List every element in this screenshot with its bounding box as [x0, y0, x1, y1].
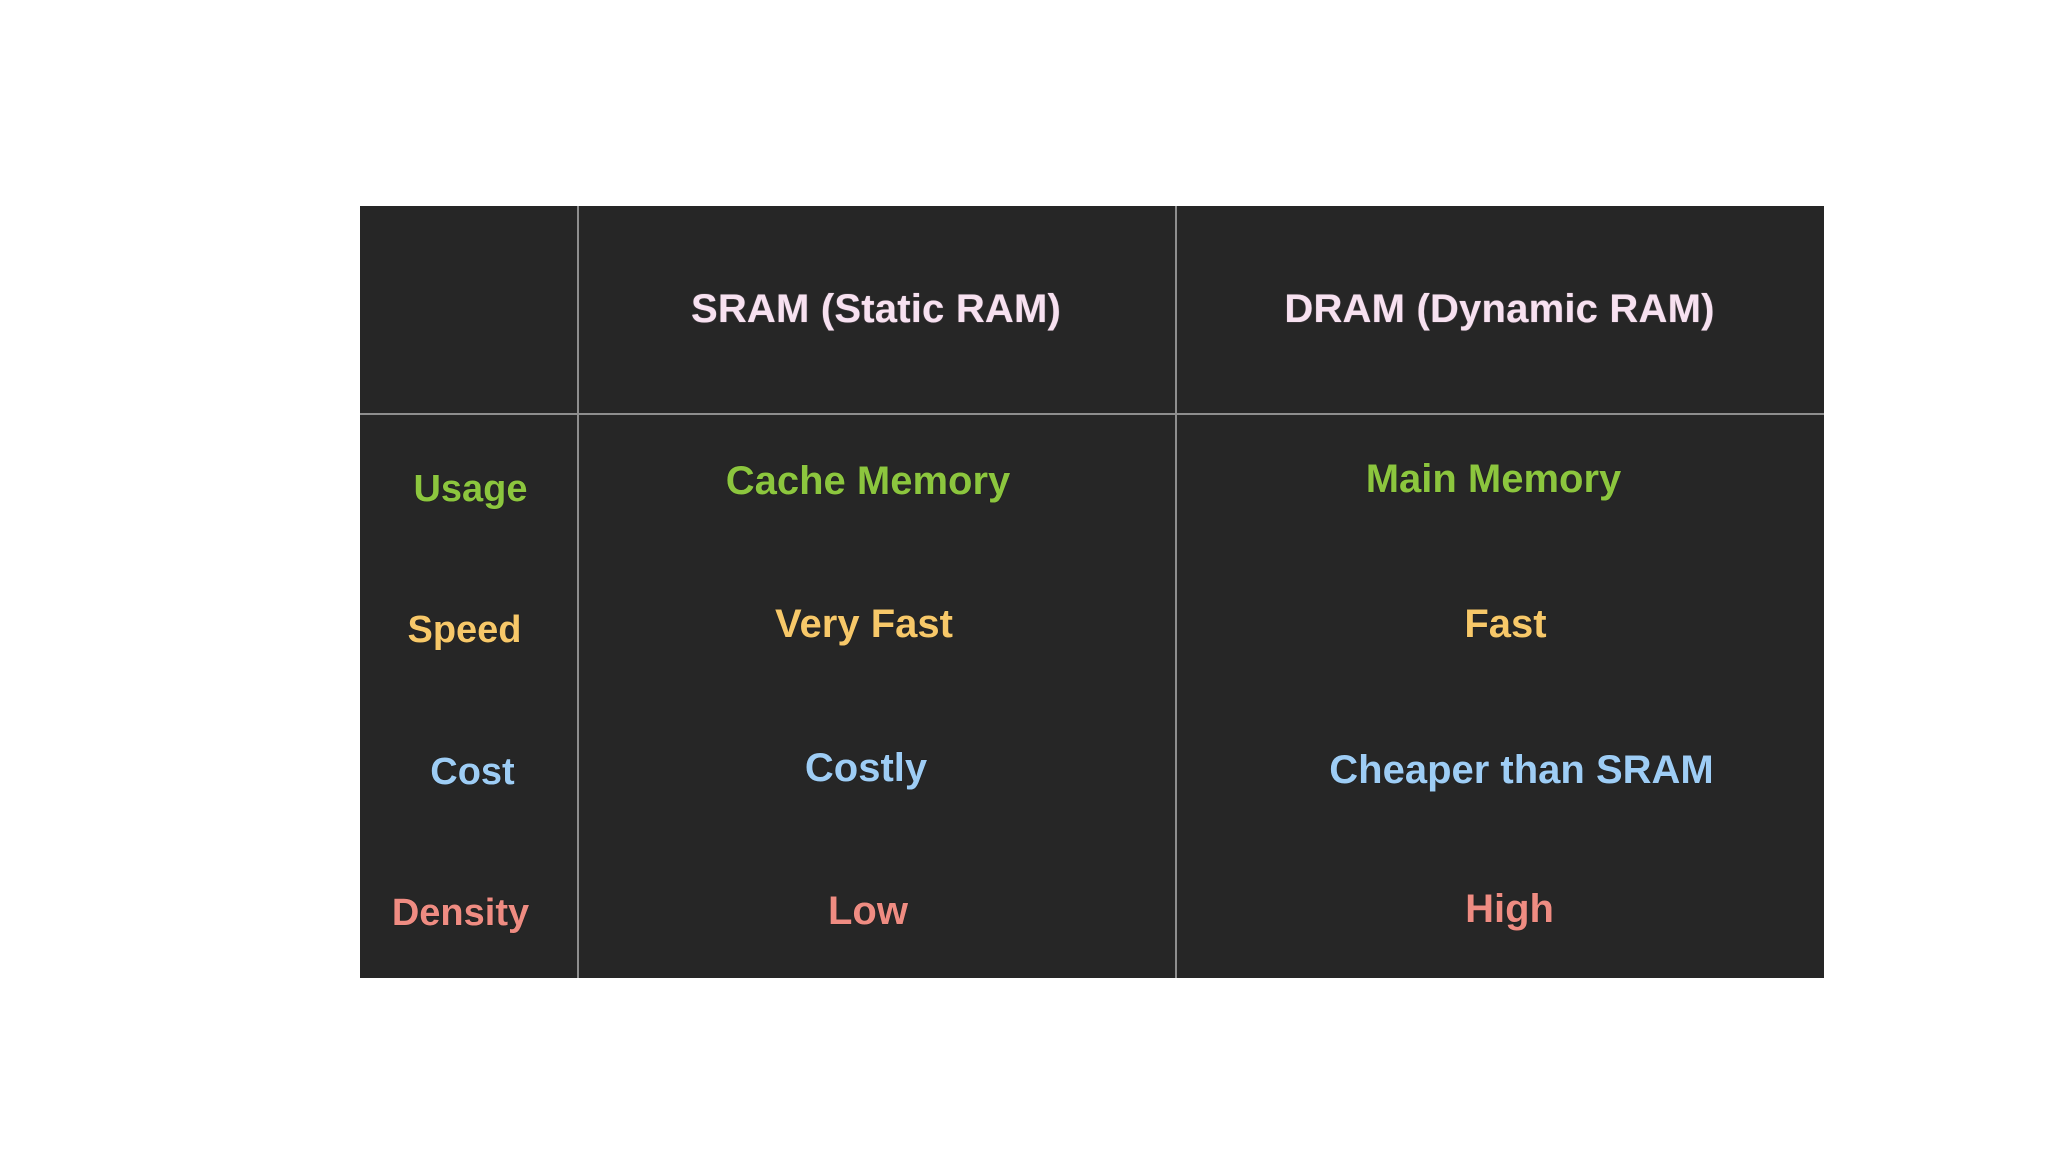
cell-value-cost-dram: Cheaper than SRAM [1329, 747, 1714, 792]
header-label-sram: SRAM (Static RAM) [690, 287, 1062, 331]
cell-density-dram: High [1175, 837, 1824, 978]
row-label-speed: Speed [407, 609, 522, 652]
cell-value-usage-sram: Cache Memory [725, 459, 1011, 504]
cell-value-speed-dram: Fast [1464, 602, 1547, 647]
cell-speed-sram: Very Fast [577, 554, 1175, 695]
cell-value-density-dram: High [1465, 886, 1554, 931]
row-label-cell-usage: Usage [360, 413, 577, 554]
row-label-cost: Cost [430, 750, 515, 793]
table-header-row: SRAM (Static RAM) DRAM (Dynamic RAM) [360, 206, 1824, 413]
cell-usage-dram: Main Memory [1175, 413, 1824, 554]
cell-value-cost-sram: Costly [804, 745, 928, 790]
cell-cost-dram: Cheaper than SRAM [1175, 696, 1824, 837]
header-cell-dram: DRAM (Dynamic RAM) [1175, 206, 1824, 413]
cell-value-usage-dram: Main Memory [1365, 457, 1622, 502]
row-label-cell-cost: Cost [360, 696, 577, 837]
cell-usage-sram: Cache Memory [577, 413, 1175, 554]
cell-speed-dram: Fast [1175, 554, 1824, 695]
table-body: Usage Cache Memory Main Memory Speed Ver… [360, 413, 1824, 978]
table-row: Usage Cache Memory Main Memory [360, 413, 1824, 554]
header-cell-sram: SRAM (Static RAM) [577, 206, 1175, 413]
cell-cost-sram: Costly [577, 696, 1175, 837]
header-label-dram: DRAM (Dynamic RAM) [1284, 287, 1715, 331]
header-cell-attribute [360, 206, 577, 413]
table-row: Cost Costly Cheaper than SRAM [360, 696, 1824, 837]
row-label-cell-density: Density [360, 837, 577, 978]
cell-value-density-sram: Low [828, 888, 908, 933]
table-row: Speed Very Fast Fast [360, 554, 1824, 695]
row-label-cell-speed: Speed [360, 554, 577, 695]
cell-value-speed-sram: Very Fast [775, 602, 953, 647]
table-row: Density Low High [360, 837, 1824, 978]
row-label-density: Density [391, 891, 530, 934]
sram-dram-comparison-table: SRAM (Static RAM) DRAM (Dynamic RAM) Usa… [360, 206, 1824, 978]
row-label-usage: Usage [413, 468, 528, 511]
cell-density-sram: Low [577, 837, 1175, 978]
